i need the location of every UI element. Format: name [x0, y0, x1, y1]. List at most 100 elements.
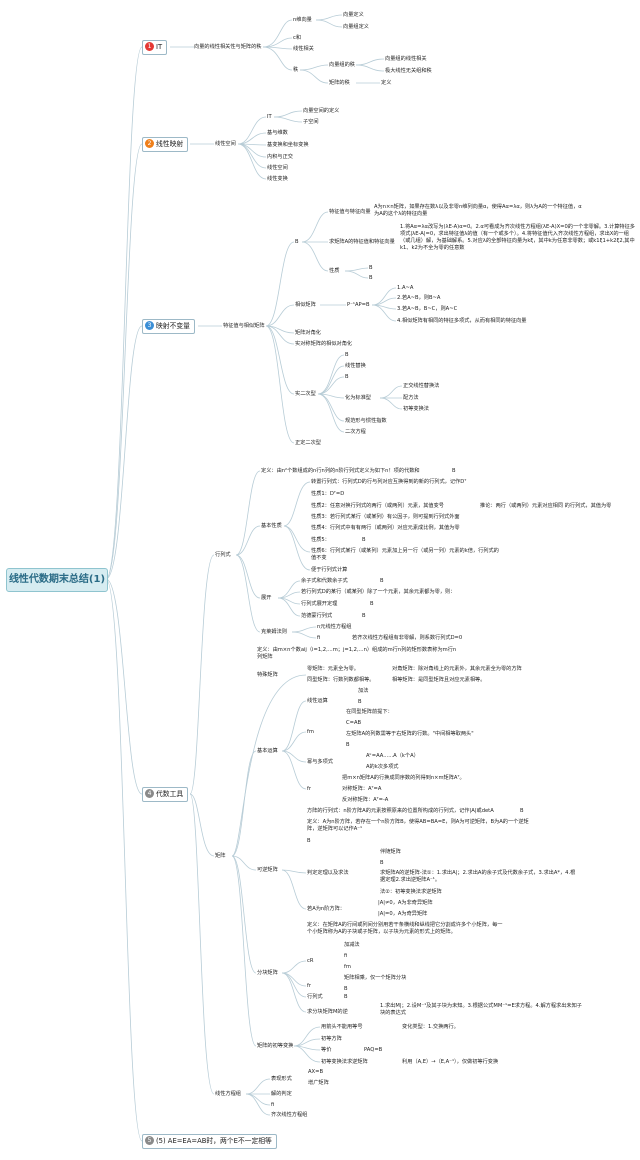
root-node[interactable]: 线性代数期末总结(1) [6, 568, 108, 592]
t4-equal-matrix[interactable]: 相等矩阵：是同型矩阵且对应元素相等。 [392, 677, 486, 683]
t4-square-det[interactable]: 方阵的行列式：n阶方阵A的元素按照原来的位置所构成的行列式，记作|A|或detA [307, 808, 494, 814]
t3-quadratic-b2[interactable]: B [345, 374, 349, 380]
t1-matrix-rank[interactable]: 矩阵的秩 [329, 80, 350, 86]
t4-block-mult[interactable]: 矩阵相乘，仅一个矩阵分块 [344, 975, 407, 981]
t1-linear-dependence[interactable]: 线性相关 [293, 46, 314, 52]
t1-branch[interactable]: 向量的线性相关性与矩阵的秩 [194, 44, 262, 50]
t4-elementary-inverse[interactable]: 初等变换法求逆矩阵 [321, 1059, 368, 1065]
t3-property[interactable]: 性质 [329, 268, 340, 274]
t4-block-fm[interactable]: fm [344, 964, 351, 970]
t4-singular[interactable]: 若A为n阶方阵： [307, 906, 345, 912]
t1-group-rank[interactable]: 向量组的秩 [329, 62, 355, 68]
t3-completing-square[interactable]: 配方法 [403, 395, 419, 401]
t3-positive-definite[interactable]: 正定二次型 [295, 440, 321, 446]
t2-a1[interactable]: 向量空间的定义 [303, 108, 340, 114]
t2-inner-product[interactable]: 内积与正交 [267, 154, 293, 160]
t4-expansion-thm-b[interactable]: B [370, 601, 374, 607]
t4-power-2[interactable]: A的k次多项式 [366, 764, 399, 770]
t4-block-det-b[interactable]: B [344, 994, 348, 1000]
t4-block-fi[interactable]: fi [344, 953, 348, 959]
t2-basis[interactable]: 基与维数 [267, 130, 288, 136]
t4-change-types[interactable]: 变化类型：1.交换两行。 [402, 1024, 459, 1030]
t2-basis-change[interactable]: 基变换和坐标变换 [267, 142, 309, 148]
t3-eigen-method-text[interactable]: 1.将Aα=λα改写为(λE-A)α=0。2.α可看成为齐次线性方程组(λE-A… [400, 224, 635, 251]
t3-property-a[interactable]: B [369, 265, 373, 271]
t1-vectorgroup-def[interactable]: 向量组定义 [343, 24, 369, 30]
t4-lin-fi[interactable]: fi [271, 1102, 275, 1108]
t2-a2[interactable]: 子空间 [303, 119, 319, 125]
t4-nonsingular[interactable]: |A|≠0，A为非奇异矩阵 [378, 900, 433, 906]
t4-axb[interactable]: AX=B [308, 1069, 324, 1075]
t4-invertible-b[interactable]: B [307, 838, 311, 844]
t4-vandermonde[interactable]: 范德蒙行列式 [301, 613, 333, 619]
t3-similar-2[interactable]: 2.若A~B，则B~A [397, 295, 441, 301]
t4-row-zero[interactable]: 若行列式D的某行（或某列）除了一个元素，其余元素都为零，则： [301, 589, 456, 595]
t4-basic-ops[interactable]: 基本运算 [257, 748, 278, 754]
topic-5[interactable]: 5(5) AE=EA=AB时，两个E不一定相等 [142, 1134, 277, 1149]
t1-b[interactable]: c和 [293, 35, 302, 41]
t4-prop2[interactable]: 性质2：任意对换行列式的两行（或两列）元素，其值变号 [311, 503, 444, 509]
t4-block-add[interactable]: 加减法 [344, 942, 360, 948]
t1-group-rank-b[interactable]: 极大线性无关组和秩 [385, 68, 432, 74]
t3-orthogonal[interactable]: 正交线性替换法 [403, 383, 440, 389]
t1-rank[interactable]: 秩 [293, 67, 299, 73]
t4-invertible[interactable]: 可逆矩阵 [257, 867, 278, 873]
t4-addition[interactable]: 加法 [358, 688, 369, 694]
t3-similar-1[interactable]: 1.A~A [397, 285, 414, 291]
t4-transpose-1[interactable]: 把m×n矩阵A的行换成同序数的列得到n×m矩阵Aᵀ。 [342, 775, 465, 781]
t4-addition-b[interactable]: B [358, 699, 362, 705]
t4-prop2-corollary[interactable]: 推论：两行（或两列）元素对应相同 的行列式，其值为零 [480, 503, 612, 509]
t4-transpose[interactable]: 转置行列式：行列式D的行与列对应互换得到的新的行列式，记作Dᵀ [311, 479, 467, 485]
t4-prop5[interactable]: 性质5： [311, 537, 330, 543]
t1-group-rank-a[interactable]: 向量组的线性相关 [385, 56, 427, 62]
t4-augmented[interactable]: 增广矩阵 [308, 1080, 329, 1086]
t3-eigen-text[interactable]: A为n×n矩阵，如果存在数λ以及非零n维列向量α，使得Aα=λα，则λ为A的一个… [374, 204, 582, 217]
t4-cramer-2[interactable]: fi [317, 635, 321, 641]
t3-similar-formula[interactable]: P⁻¹AP=B [347, 302, 370, 308]
t4-special-matrix[interactable]: 特殊矩阵 [257, 672, 278, 678]
t4-mult-2[interactable]: C=AB [346, 720, 362, 726]
t4-mult-3[interactable]: 左矩阵A的列数需等于右矩阵的行数。"中间相等取两头" [346, 731, 474, 737]
t3-standard-form[interactable]: 化为标准型 [345, 395, 371, 401]
t4-transpose-op[interactable]: fr [307, 786, 311, 792]
t4-same-type[interactable]: 同型矩阵：行数列数都相等。 [307, 677, 375, 683]
t4-mult-4[interactable]: B [346, 742, 350, 748]
t3-eigen-method[interactable]: 求矩阵A的特征值和特征向量 [329, 239, 395, 245]
t4-det-def[interactable]: 定义：由n²个数组成的n行n列的n阶行列式定义为如下n！项的代数和 [261, 468, 420, 474]
t4-prop1[interactable]: 性质1：Dᵀ=D [311, 491, 345, 497]
t4-homogeneous[interactable]: 齐次线性方程组 [271, 1112, 308, 1118]
t4-block-def[interactable]: 定义：在矩阵A的行间或列间分别用若干条横线和纵线把它分割成许多个小矩阵，每一个小… [307, 922, 503, 935]
t1-matrix-rank-def[interactable]: 定义 [381, 80, 392, 86]
t4-zero-matrix[interactable]: 零矩阵：元素全为零。 [307, 666, 359, 672]
t4-block-inverse-text[interactable]: 1.求出M|；2.设M⁻¹及其子块为未知。3.根据公式MM⁻¹=E求方程。4.解… [380, 1003, 582, 1016]
t4-cofactor[interactable]: 余子式和代数余子式 [301, 578, 348, 584]
t2-branch[interactable]: 线性空间 [215, 141, 236, 147]
t2-a[interactable]: IT [267, 114, 272, 120]
t3-similar-3[interactable]: 3.若A~B，B~C，则A~C [397, 306, 458, 312]
t3-quadratic[interactable]: 实二次型 [295, 391, 316, 397]
t4-vandermonde-b[interactable]: B [362, 613, 366, 619]
t4-matrix[interactable]: 矩阵 [215, 853, 226, 859]
t4-criteria-b[interactable]: B [380, 860, 384, 866]
t3-quadratic-b1[interactable]: B [345, 352, 349, 358]
t4-block-transpose[interactable]: fr [307, 983, 311, 989]
t4-solution-criteria[interactable]: 解的判定 [271, 1091, 292, 1097]
t4-determinant[interactable]: 行列式 [215, 552, 231, 558]
t4-diagonal-matrix[interactable]: 对角矩阵：除对角线上的元素外，其余元素全为零的方阵 [392, 666, 522, 672]
t4-matrix-def[interactable]: 定义：由m×n个数aij（i=1,2,...m；j=1,2,...n）组成的m行… [257, 647, 457, 660]
t3-diagonalize[interactable]: 矩阵对角化 [295, 330, 321, 336]
t4-power-1[interactable]: Aᵏ=AA......A（k个A） [366, 753, 419, 759]
t4-criteria[interactable]: 判定定理以及求法 [307, 870, 349, 876]
t4-linear-ops[interactable]: 线性运算 [307, 698, 328, 704]
t3-similar-4[interactable]: 4.相似矩阵有相同的特征多项式，从而有相同的特征向量 [397, 318, 527, 324]
t2-linear-transform[interactable]: 线性变换 [267, 176, 288, 182]
t3-canonical[interactable]: 规范形与惯性指数 [345, 418, 387, 424]
t4-mult-1[interactable]: 在同型矩阵前提下： [346, 709, 393, 715]
t4-expansion-thm[interactable]: 行列式展开定理 [301, 601, 338, 607]
t4-block-ops[interactable]: cR [307, 958, 314, 964]
t4-linear-system[interactable]: 线性方程组 [215, 1091, 241, 1097]
t1-vector[interactable]: n维向量 [293, 17, 312, 23]
t4-power[interactable]: 幂与多项式 [307, 759, 333, 765]
